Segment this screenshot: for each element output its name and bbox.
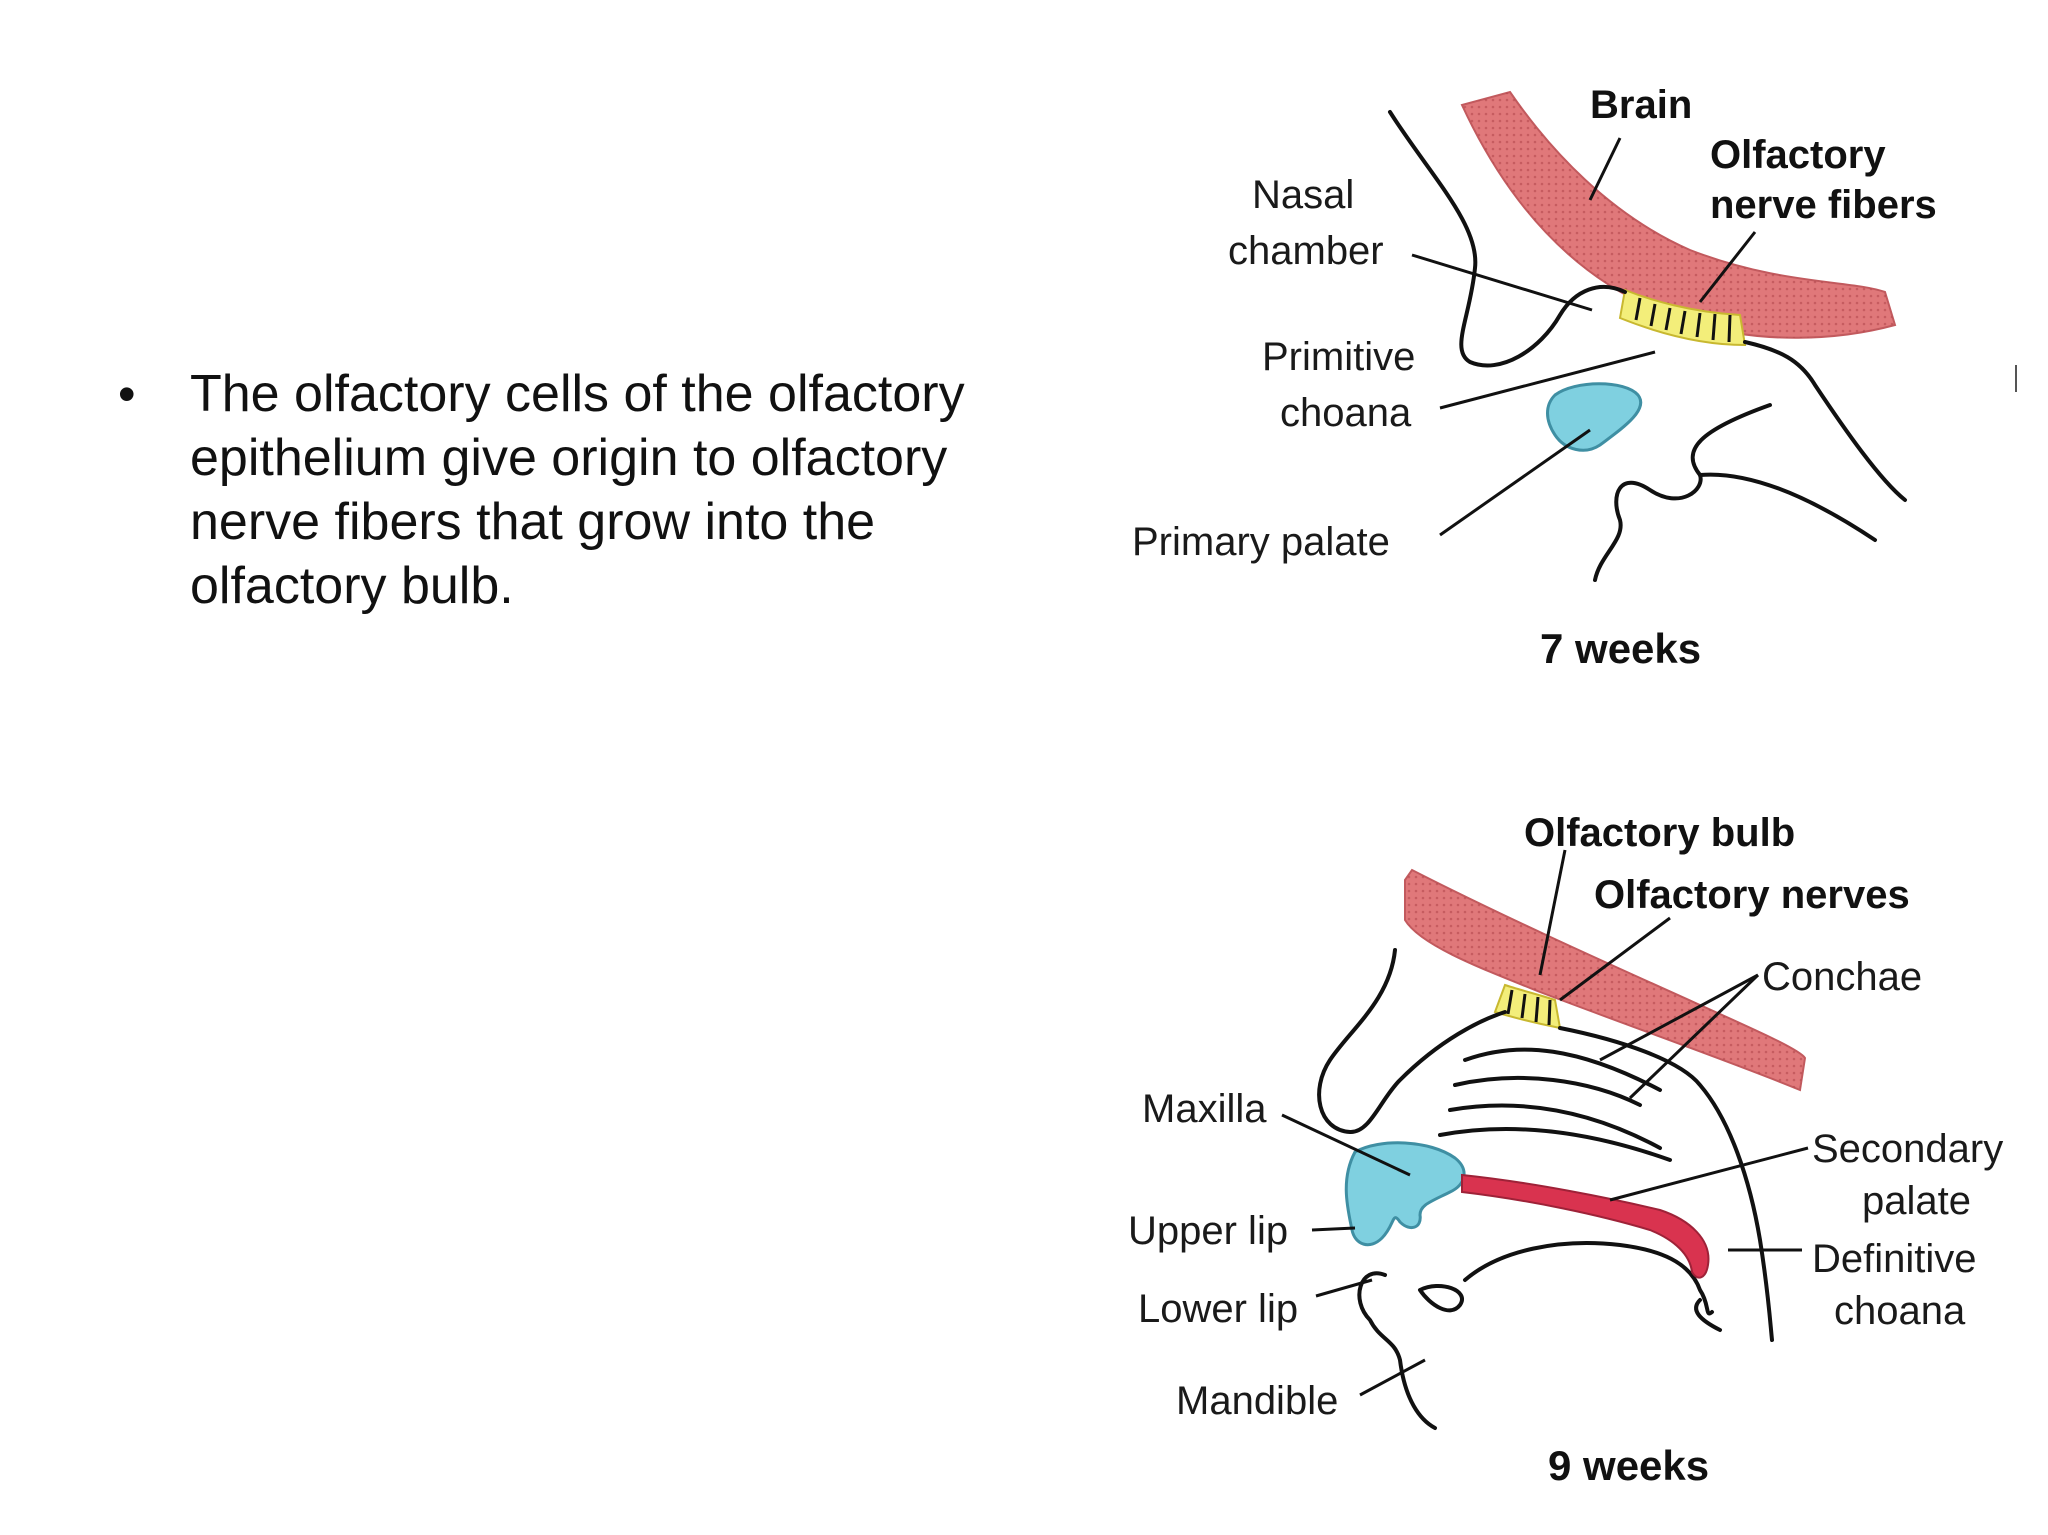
label-primitive-choana-line2: choana (1280, 391, 1412, 435)
bullet-item: • The olfactory cells of the olfactory e… (118, 362, 998, 618)
label-maxilla: Maxilla (1142, 1087, 1267, 1131)
label-definitive-choana-line1: Definitive (1812, 1237, 1977, 1281)
label-lower-lip: Lower lip (1138, 1287, 1298, 1331)
label-definitive-choana-line2: choana (1834, 1289, 1966, 1333)
label-mandible: Mandible (1176, 1379, 1338, 1423)
diagram-9-weeks: Olfactory bulb Olfactory nerves Conchae … (1128, 811, 2003, 1489)
label-conchae: Conchae (1762, 955, 1922, 999)
caption-9-weeks: 9 weeks (1548, 1442, 1709, 1489)
label-primitive-choana-line1: Primitive (1262, 335, 1415, 379)
label-nasal-chamber-line1: Nasal (1252, 173, 1354, 217)
label-brain: Brain (1590, 83, 1692, 127)
label-secondary-palate-line2: palate (1862, 1179, 1971, 1223)
label-olfactory-nerves: Olfactory nerves (1594, 873, 1910, 917)
label-primary-palate: Primary palate (1132, 520, 1390, 564)
label-upper-lip: Upper lip (1128, 1209, 1288, 1253)
bullet-text: The olfactory cells of the olfactory epi… (190, 365, 965, 615)
secondary-palate-shape (1461, 1173, 1710, 1279)
label-secondary-palate-line1: Secondary (1812, 1127, 2003, 1171)
diagram-7-weeks: Brain Olfactory nerve fibers Nasal chamb… (1132, 83, 1937, 672)
nasal-outline-bottom (1317, 948, 1507, 1135)
label-nasal-chamber-line2: chamber (1228, 229, 1384, 273)
primary-palate-shape (1546, 382, 1643, 452)
maxilla-shape (1344, 1141, 1466, 1247)
caption-7-weeks: 7 weeks (1540, 625, 1701, 672)
bullet-marker: • (118, 366, 136, 422)
label-olfactory-bulb: Olfactory bulb (1524, 811, 1795, 855)
label-olfactory-nerve-fibers-line2: nerve fibers (1710, 183, 1937, 227)
label-olfactory-nerve-fibers-line1: Olfactory (1710, 133, 1886, 177)
